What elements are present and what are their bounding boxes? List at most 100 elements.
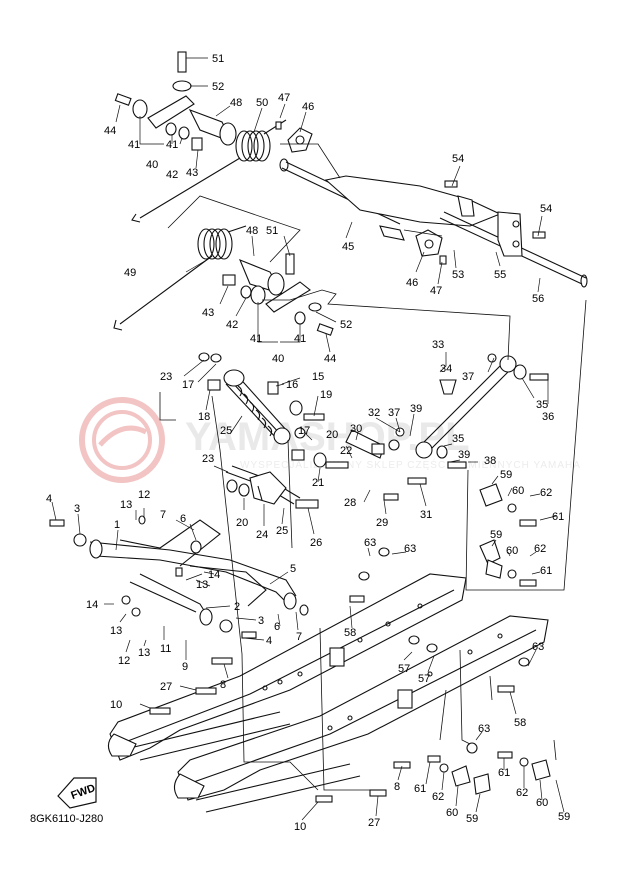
callout-41-b: 41 bbox=[166, 139, 178, 151]
callout-44-top: 44 bbox=[104, 125, 116, 137]
callout-18: 18 bbox=[198, 411, 210, 423]
callout-44-mid: 44 bbox=[324, 353, 336, 365]
callout-41-a: 41 bbox=[128, 139, 140, 151]
callout-61-a: 61 bbox=[552, 511, 564, 523]
callout-33: 33 bbox=[432, 339, 444, 351]
drawing-code: 8GK6110-J280 bbox=[30, 813, 103, 825]
callout-61-c: 61 bbox=[414, 783, 426, 795]
callout-24: 24 bbox=[256, 529, 268, 541]
callout-2: 2 bbox=[234, 601, 240, 613]
callout-13-b: 13 bbox=[196, 579, 208, 591]
callout-40-mid: 40 bbox=[272, 353, 284, 365]
callout-20-a: 20 bbox=[326, 429, 338, 441]
callout-48-top: 48 bbox=[230, 97, 242, 109]
callout-17-b: 17 bbox=[298, 425, 310, 437]
callout-12-b: 12 bbox=[118, 655, 130, 667]
callout-47-top: 47 bbox=[278, 92, 290, 104]
callout-25-a: 25 bbox=[220, 425, 232, 437]
callout-23-b: 23 bbox=[202, 453, 214, 465]
callout-9: 9 bbox=[182, 661, 188, 673]
callout-61-b: 61 bbox=[540, 565, 552, 577]
callout-16: 16 bbox=[286, 379, 298, 391]
callout-59-c: 59 bbox=[466, 813, 478, 825]
callout-27-a: 27 bbox=[160, 681, 172, 693]
callout-51-top: 51 bbox=[212, 53, 224, 65]
callout-59-a: 59 bbox=[500, 469, 512, 481]
callout-35-a: 35 bbox=[536, 399, 548, 411]
bracket-46-top bbox=[287, 127, 313, 153]
upper-torsion-assembly bbox=[113, 51, 588, 336]
bolt-51-top bbox=[177, 51, 187, 73]
callout-13-c: 13 bbox=[110, 625, 122, 637]
callout-32: 32 bbox=[368, 407, 380, 419]
callout-7-b: 7 bbox=[296, 631, 302, 643]
callout-5: 5 bbox=[290, 563, 296, 575]
callout-15: 15 bbox=[312, 371, 324, 383]
callout-14-a: 14 bbox=[208, 569, 220, 581]
callout-20-b: 20 bbox=[236, 517, 248, 529]
callout-labels: 51 52 44 48 50 47 46 41 41 40 42 43 54 5… bbox=[46, 53, 570, 833]
callout-43-mid: 43 bbox=[202, 307, 214, 319]
callout-36: 36 bbox=[542, 411, 554, 423]
callout-35-b: 35 bbox=[452, 433, 464, 445]
callout-51-mid: 51 bbox=[266, 225, 278, 237]
leader-lines bbox=[51, 57, 565, 821]
callout-12-a: 12 bbox=[138, 489, 150, 501]
callout-6-b: 6 bbox=[274, 621, 280, 633]
callout-57-a: 57 bbox=[398, 663, 410, 675]
bracket-46-mid bbox=[415, 229, 443, 257]
callout-19: 19 bbox=[320, 389, 332, 401]
callout-50: 50 bbox=[256, 97, 268, 109]
callout-23-a: 23 bbox=[160, 371, 172, 383]
callout-25-b: 25 bbox=[276, 525, 288, 537]
callout-62-c: 62 bbox=[432, 791, 444, 803]
callout-1: 1 bbox=[114, 519, 120, 531]
callout-6-a: 6 bbox=[180, 513, 186, 525]
watermark-sub: WYSPECJALIZOWANY SKLEP CZĘŚCI ZAMIENNYCH… bbox=[240, 458, 581, 471]
callout-63-d: 63 bbox=[478, 723, 490, 735]
fwd-direction-badge: FWD bbox=[57, 777, 97, 809]
torsion-spring-49 bbox=[113, 225, 247, 331]
callout-41-d: 41 bbox=[294, 333, 306, 345]
callout-60-b: 60 bbox=[506, 545, 518, 557]
callout-28: 28 bbox=[344, 497, 356, 509]
callout-10-a: 10 bbox=[110, 699, 122, 711]
callout-63-a: 63 bbox=[364, 537, 376, 549]
callout-40-top: 40 bbox=[146, 159, 158, 171]
callout-58-a: 58 bbox=[344, 627, 356, 639]
callout-56: 56 bbox=[532, 293, 544, 305]
callout-57-b: 57 bbox=[418, 673, 430, 685]
callout-39-a: 39 bbox=[410, 403, 422, 415]
callout-14-b: 14 bbox=[86, 599, 98, 611]
callout-30: 30 bbox=[350, 423, 362, 435]
callout-52-mid: 52 bbox=[340, 319, 352, 331]
callout-63-b: 63 bbox=[404, 543, 416, 555]
callout-61-d: 61 bbox=[498, 767, 510, 779]
callout-46-top: 46 bbox=[302, 101, 314, 113]
callout-60-d: 60 bbox=[536, 797, 548, 809]
callout-38: 38 bbox=[484, 455, 496, 467]
callout-10-b: 10 bbox=[294, 821, 306, 833]
callout-41-c: 41 bbox=[250, 333, 262, 345]
callout-21: 21 bbox=[312, 477, 324, 489]
callout-48-mid: 48 bbox=[246, 225, 258, 237]
callout-43-top: 43 bbox=[186, 167, 198, 179]
callout-3-a: 3 bbox=[74, 503, 80, 515]
callout-60-a: 60 bbox=[512, 485, 524, 497]
torsion-spring-50 bbox=[131, 119, 287, 223]
callout-11: 11 bbox=[160, 643, 171, 655]
callout-13-a: 13 bbox=[120, 499, 132, 511]
arm-bracket-top bbox=[147, 95, 195, 129]
callout-26: 26 bbox=[310, 537, 322, 549]
callout-27-b: 27 bbox=[368, 817, 380, 829]
callout-34: 34 bbox=[440, 363, 452, 375]
callout-8-b: 8 bbox=[394, 781, 400, 793]
rear-shock-absorber bbox=[345, 353, 549, 501]
callout-47-mid: 47 bbox=[430, 285, 442, 297]
front-shock-absorber bbox=[198, 352, 349, 469]
callout-63-c: 63 bbox=[532, 641, 544, 653]
fwd-arrow-icon bbox=[57, 777, 97, 809]
callout-45: 45 bbox=[342, 241, 354, 253]
rocker-assembly bbox=[225, 465, 319, 509]
